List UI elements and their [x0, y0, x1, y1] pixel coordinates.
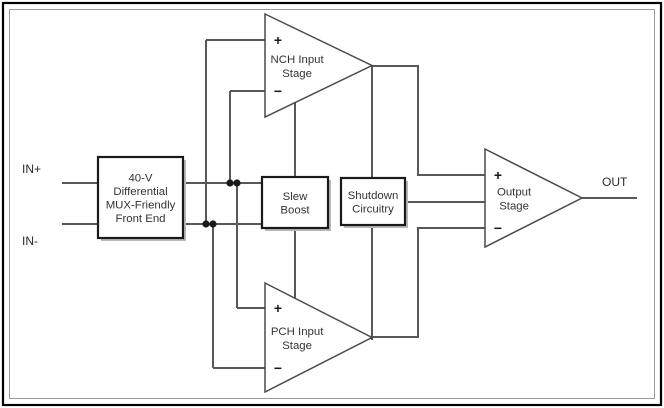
front-end-block-outline — [96, 155, 185, 240]
output-stage-triangle — [484, 147, 584, 249]
nch-input-stage-label-line: Stage — [282, 68, 312, 80]
port-label-layer: IN+ IN- OUT — [22, 162, 628, 248]
front-end-block-label-line: Front End — [115, 213, 165, 225]
wire-nch-out-to-output-plus — [372, 65, 485, 176]
shutdown-circuitry-block-label-line: Shutdown — [348, 190, 399, 202]
shutdown-circuitry-block-label-line: Circuitry — [352, 204, 394, 216]
slew-boost-block-label-line: Slew — [283, 191, 308, 203]
front-end-block-label-line: MUX-Friendly — [106, 200, 176, 212]
node-inp-a — [226, 179, 234, 187]
output-stage-label-line: Stage — [499, 201, 529, 213]
pch-input-stage-minus-input-label: − — [274, 360, 282, 376]
pch-input-stage-label-line: Stage — [282, 340, 312, 352]
junction-layer — [202, 179, 241, 228]
pch-input-stage-triangle — [264, 281, 374, 394]
slew-boost-block-outline — [260, 175, 330, 230]
input-negative-label: IN- — [22, 234, 38, 248]
wire-pch-out-to-output-minus — [372, 227, 485, 338]
shutdown-circuitry-block-outline — [339, 176, 407, 227]
nch-input-stage-plus-input-label: + — [274, 32, 282, 48]
output-stage-plus-input-label: + — [494, 167, 502, 183]
input-positive-label: IN+ — [22, 162, 41, 176]
output-label: OUT — [602, 175, 628, 189]
node-inn-a — [202, 220, 210, 228]
nch-input-stage-minus-input-label: − — [274, 83, 282, 99]
output-stage-minus-input-label: − — [494, 220, 502, 236]
front-end-block-label-line: 40-V — [128, 172, 152, 184]
nch-input-stage-triangle — [264, 12, 374, 119]
front-end-block-label-line: Differential — [113, 186, 167, 198]
pch-input-stage-plus-input-label: + — [274, 300, 282, 316]
output-stage-label-line: Output — [497, 186, 532, 198]
pch-input-stage-label-line: PCH Input — [271, 326, 324, 338]
nch-input-stage-label-line: NCH Input — [271, 54, 325, 66]
slew-boost-block-label-line: Boost — [280, 205, 310, 217]
node-inn-b — [209, 220, 217, 228]
node-inp-b — [233, 179, 241, 187]
wire-layer — [62, 39, 637, 369]
